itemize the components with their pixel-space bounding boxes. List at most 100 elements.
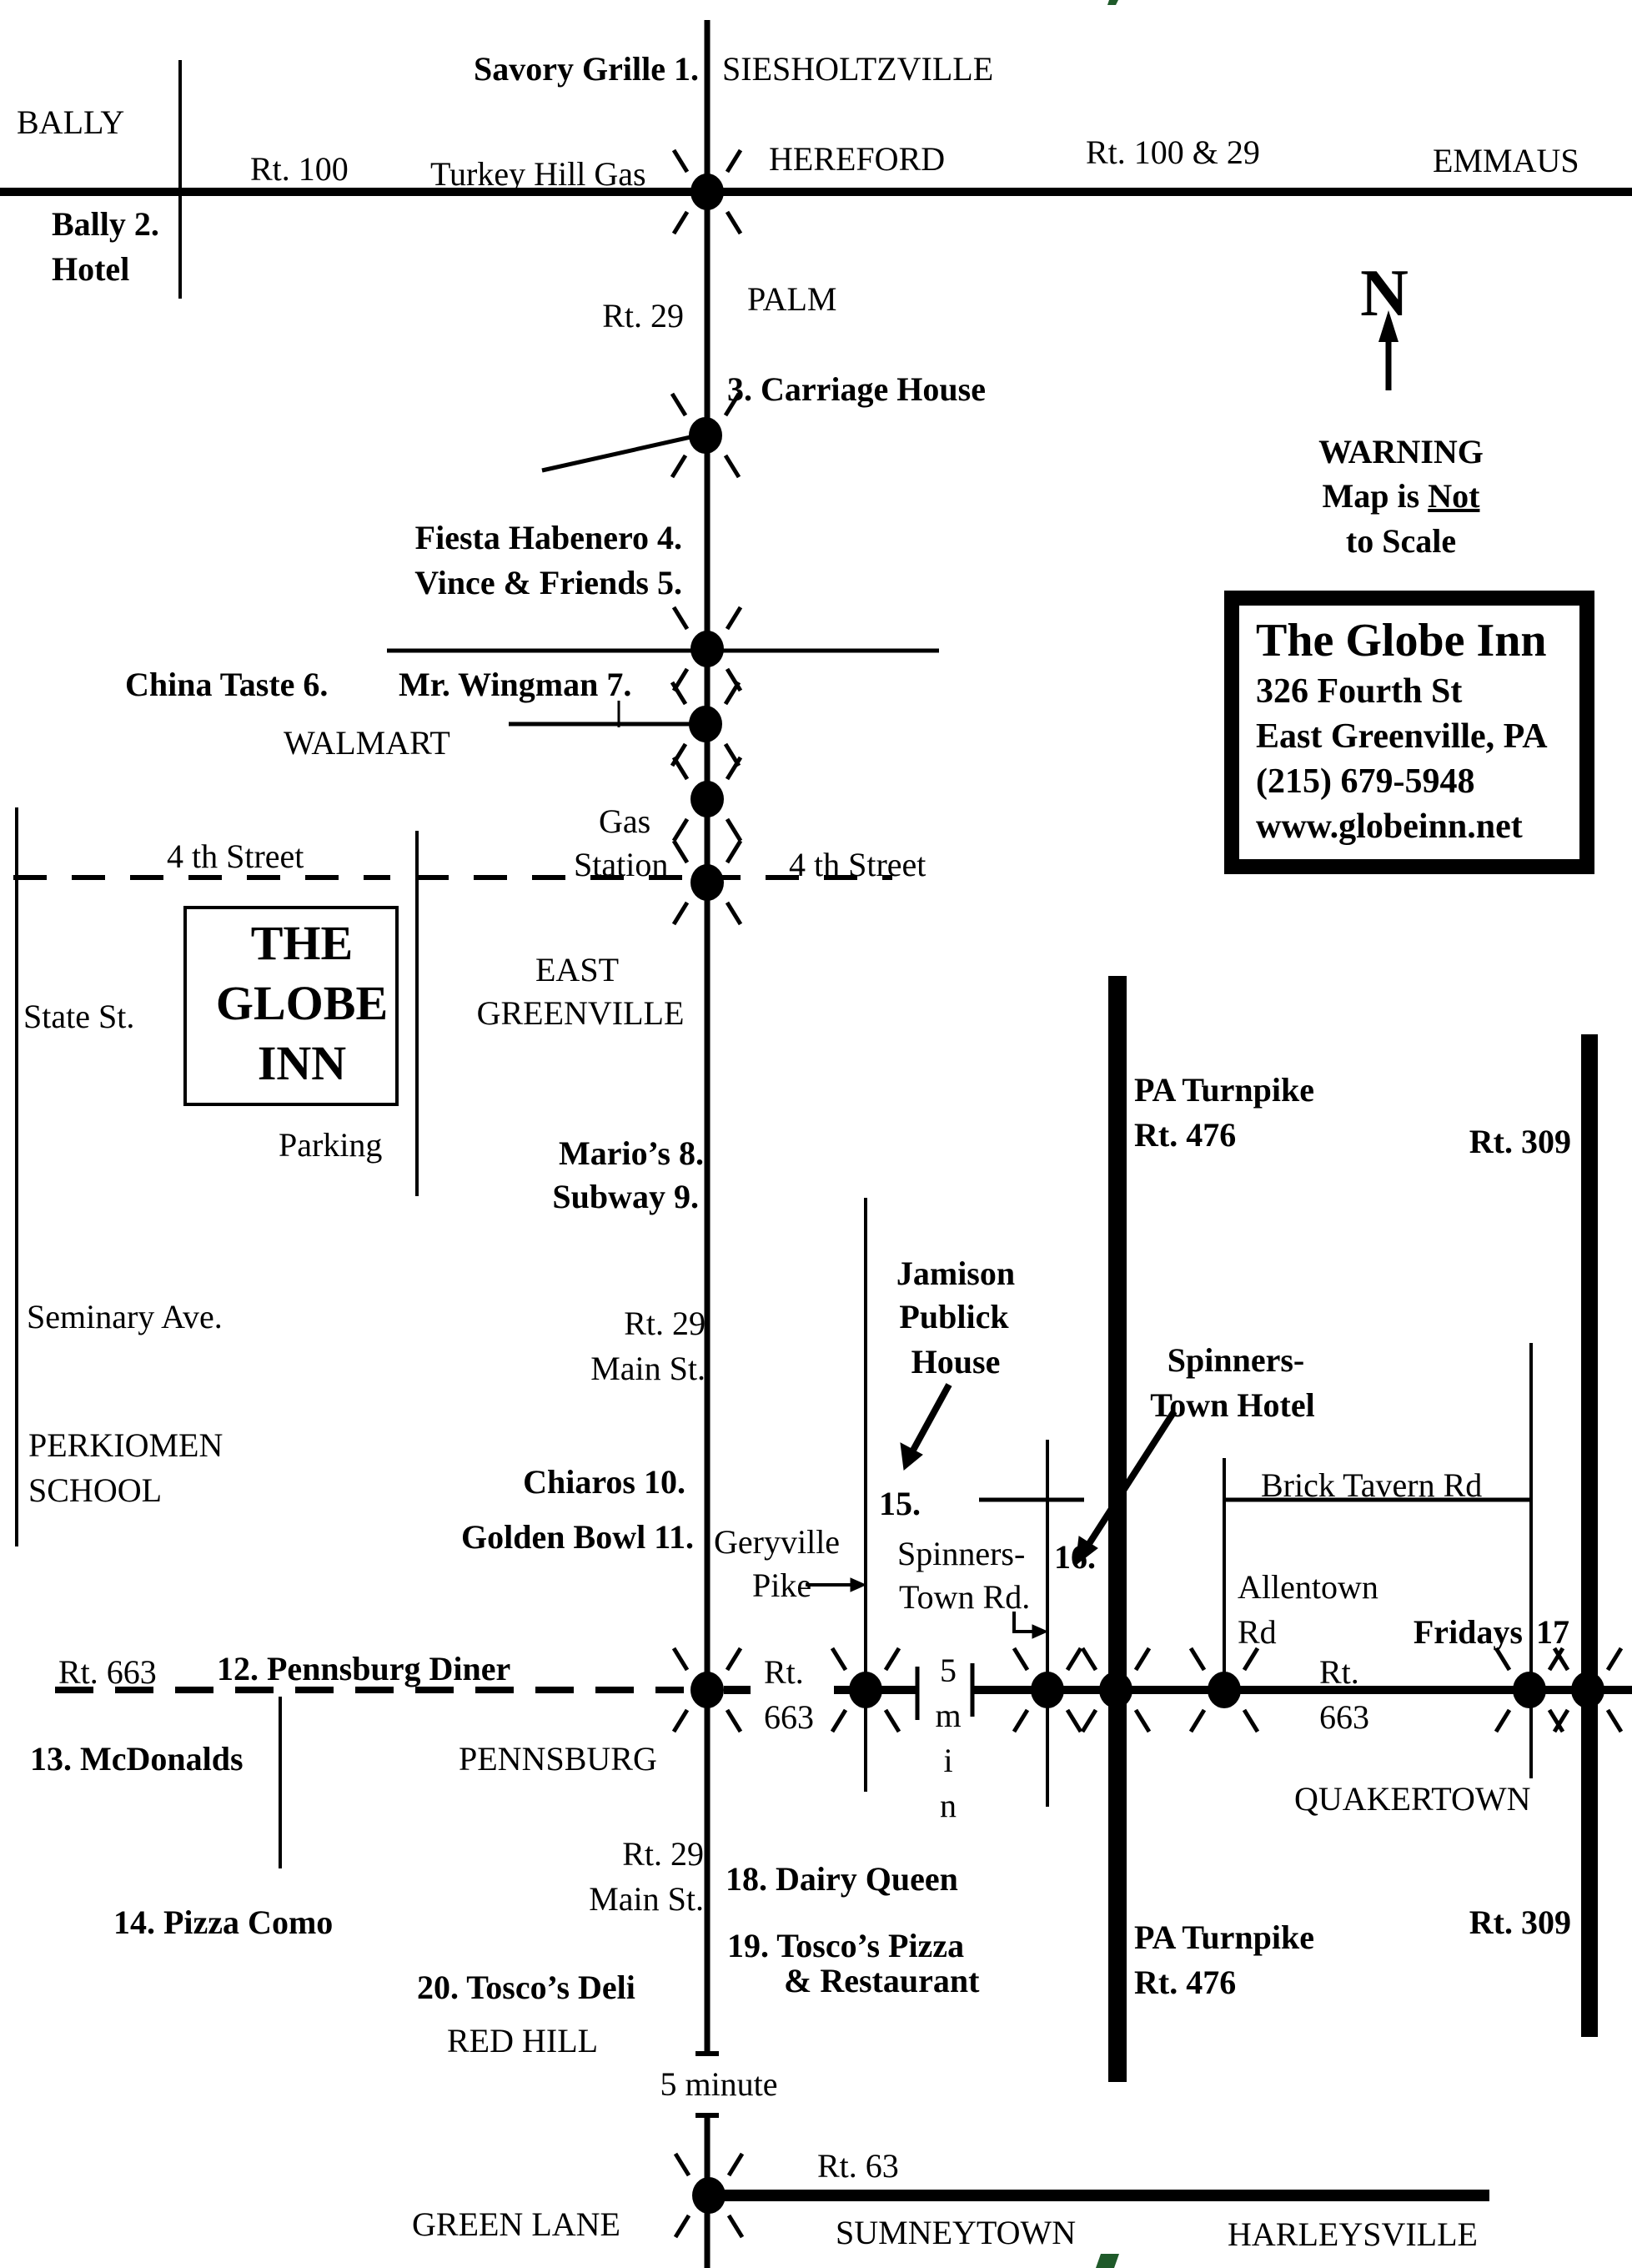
warning-line2: Map is Not [1323,477,1481,515]
restaurant-18[interactable]: 18. Dairy Queen [726,1860,958,1898]
road-seminary-ave: Seminary Ave. [27,1298,223,1335]
intersection-allentown [1188,1647,1260,1733]
restaurant-5[interactable]: Vince & Friends 5. [414,564,682,601]
place-harleysville: HARLEYSVILLE [1228,2215,1478,2253]
restaurant-19[interactable]: 19. Tosco’s Pizza [727,1927,964,1964]
info-box-website[interactable]: www.globeinn.net [1256,807,1523,846]
roads-layer [0,20,1632,2268]
intersection-carriage-house [670,392,741,479]
intersection-geryville [830,1647,901,1733]
restaurant-11[interactable]: Golden Bowl 11. [461,1518,694,1556]
road-rt100-29: Rt. 100 & 29 [1086,133,1260,171]
globe-inn-line2: GLOBE [216,976,388,1030]
restaurant-10[interactable]: Chiaros 10. [523,1463,685,1501]
intersection-walmart [670,681,741,767]
restaurant-19-line2[interactable]: & Restaurant [784,1962,980,1999]
restaurant-16-callout-2[interactable]: Town Hotel [1150,1386,1314,1424]
restaurant-8[interactable]: Mario’s 8. [559,1134,704,1172]
road-main-st-low: Main St. [589,1880,704,1918]
callout-arrow-16 [1081,1409,1178,1554]
info-box-title: The Globe Inn [1256,615,1547,666]
restaurant-20[interactable]: 20. Tosco’s Deli [417,1969,635,2006]
info-box-phone: (215) 679-5948 [1256,762,1474,801]
place-perkiomen-2: SCHOOL [28,1471,162,1509]
restaurant-15[interactable]: 15. [879,1485,921,1522]
place-red-hill: RED HILL [447,2022,598,2059]
place-green-lane: GREEN LANE [412,2205,620,2243]
place-labels: BALLY SIESHOLTZVILLE HEREFORD EMMAUS PAL… [17,50,1579,2253]
restaurant-15-callout-3[interactable]: House [911,1343,1001,1380]
info-box: The Globe Inn 326 Fourth St East Greenvi… [1224,591,1594,874]
place-gas-station-2: Station [574,846,668,883]
restaurant-13[interactable]: 13. McDonalds [30,1740,244,1778]
compass: N [1360,257,1409,390]
restaurant-2[interactable]: Bally 2. [52,205,159,243]
road-brick-tavern: Brick Tavern Rd [1261,1466,1482,1504]
road-spinnerstown-2: Town Rd. [899,1578,1030,1616]
restaurant-9[interactable]: Subway 9. [552,1178,699,1215]
road-five-min-v1: m [935,1697,961,1734]
restaurant-16-callout-1[interactable]: Spinners- [1168,1341,1305,1379]
road-geryville-1: Geryville [714,1523,840,1561]
intersection-4th-street [671,839,743,926]
road-fourth-st-west: 4 th Street [167,837,304,875]
warning-line1: WARNING [1318,433,1484,470]
place-quakertown: QUAKERTOWN [1294,1780,1531,1818]
restaurant-2-line2[interactable]: Hotel [52,250,129,288]
restaurant-15-callout-2[interactable]: Publick [899,1298,1009,1335]
restaurant-15-callout-1[interactable]: Jamison [896,1255,1015,1292]
globe-inn-marker[interactable]: THE GLOBE INN [183,906,399,1106]
warning-note: WARNING Map is Not to Scale [1318,433,1484,560]
road-turnpike-bot-2: Rt. 476 [1134,1964,1236,2001]
restaurant-1[interactable]: Savory Grille 1. [474,50,699,88]
warning-line3: to Scale [1346,522,1456,560]
callout-arrow-15-head [900,1442,923,1471]
road-allentown-1: Allentown [1238,1568,1378,1606]
place-walmart: WALMART [284,724,450,762]
restaurant-3[interactable]: 3. Carriage House [727,370,986,408]
info-box-address2: East Greenville, PA [1256,717,1548,756]
road-five-minute: 5 minute [660,2065,777,2103]
green-mark-bottom [1096,2254,1119,2268]
north-arrow-icon [1378,310,1398,390]
intersection-green-lane [673,2152,745,2239]
road-rt309-top: Rt. 309 [1469,1123,1571,1160]
restaurant-12[interactable]: 12. Pennsburg Diner [217,1650,510,1687]
callout-arrow-16-head [1075,1536,1098,1566]
place-palm: PALM [747,280,836,318]
place-hereford: HEREFORD [769,140,945,178]
green-mark-top [1107,0,1118,5]
intersection-spinnerstown [1012,1647,1083,1733]
restaurant-17[interactable]: Fridays [1414,1613,1523,1651]
place-emmaus: EMMAUS [1433,142,1579,179]
restaurant-14[interactable]: 14. Pizza Como [113,1903,333,1941]
warning-not-emphasis: Not [1428,477,1480,515]
place-east-greenville-1: EAST [535,951,619,988]
globe-inn-line1: THE [251,916,354,970]
intersection-rt100-rt29 [671,148,743,235]
intersection-rt309 [1552,1647,1624,1733]
callout-arrow-15 [907,1383,952,1456]
road-rt100: Rt. 100 [250,150,349,188]
road-turnpike-bot-1: PA Turnpike [1134,1918,1314,1956]
restaurant-16[interactable]: 16. [1054,1538,1096,1576]
intersection-rt663-rt29 [671,1647,743,1733]
road-rt29-top: Rt. 29 [602,297,684,334]
place-sumneytown: SUMNEYTOWN [836,2214,1076,2251]
compass-north-label: N [1360,257,1409,330]
road-rt663-east-1: Rt. [1319,1653,1359,1691]
road-rt663-mid-1: Rt. [764,1653,804,1691]
restaurant-7[interactable]: Mr. Wingman 7. [399,666,631,703]
restaurant-6[interactable]: China Taste 6. [125,666,328,703]
road-state-st: State St. [23,998,134,1035]
arrow-geryville-head [850,1577,867,1592]
place-gas-station-1: Gas [599,802,650,840]
road-fourth-st-east: 4 th Street [789,846,926,883]
arrow-spinnerstown-head [1032,1624,1049,1639]
restaurant-4[interactable]: Fiesta Habenero 4. [415,519,682,556]
restaurant-17-number[interactable]: 17 [1536,1613,1569,1651]
warning-line2-prefix: Map is [1323,477,1429,515]
road-rt29-mid: Rt. 29 [624,1305,706,1342]
road-geryville-2: Pike [752,1566,811,1604]
